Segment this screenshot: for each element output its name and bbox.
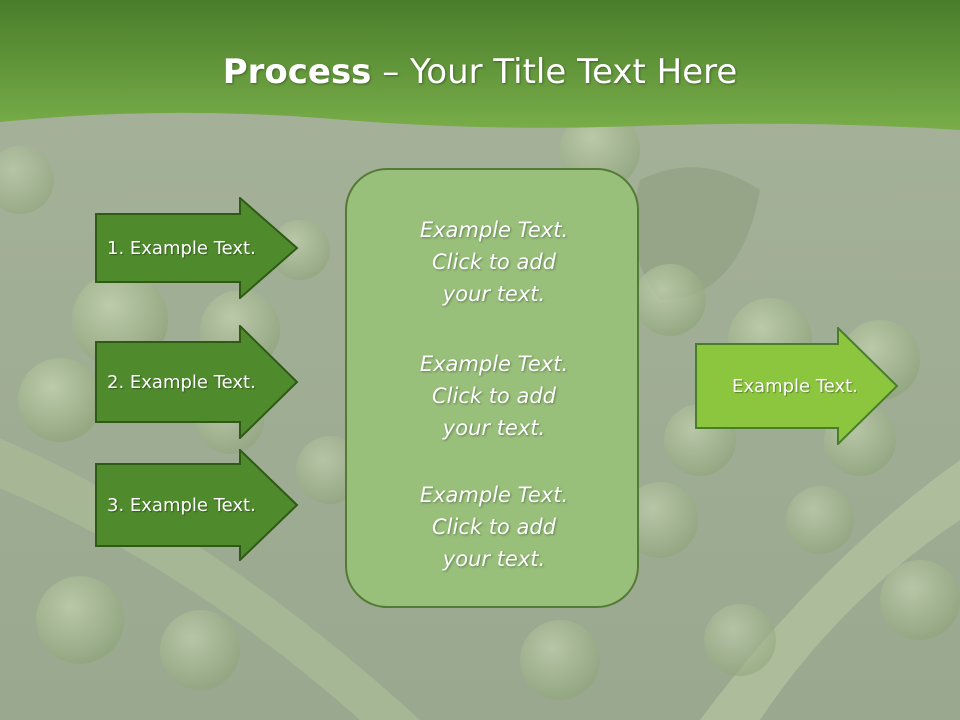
block-line: Click to add — [431, 515, 556, 539]
left-arrow-2[interactable]: 2. Example Text. — [95, 325, 299, 439]
arrow-label: Example Text. — [732, 375, 858, 397]
block-line: Example Text. — [419, 218, 569, 242]
title-bold: Process — [222, 52, 372, 92]
arrow-shape — [95, 449, 299, 561]
arrow-shape — [695, 327, 899, 445]
center-text-box[interactable]: Example Text. Click to add your text. Ex… — [345, 168, 639, 608]
center-block-1[interactable]: Example Text. Click to add your text. — [347, 214, 641, 310]
block-line: your text. — [442, 547, 546, 571]
block-line: Example Text. — [419, 483, 569, 507]
header-banner — [0, 0, 960, 130]
arrow-label: 2. Example Text. — [107, 371, 256, 393]
center-block-3[interactable]: Example Text. Click to add your text. — [347, 479, 641, 575]
left-arrow-1[interactable]: 1. Example Text. — [95, 197, 299, 299]
arrow-label: 1. Example Text. — [107, 237, 256, 259]
block-line: Click to add — [431, 384, 556, 408]
block-line: Click to add — [431, 250, 556, 274]
title-rest: – Your Title Text Here — [371, 52, 738, 92]
center-block-2[interactable]: Example Text. Click to add your text. — [347, 348, 641, 444]
arrow-shape — [95, 197, 299, 299]
left-arrow-3[interactable]: 3. Example Text. — [95, 449, 299, 561]
block-line: your text. — [442, 282, 546, 306]
arrow-label: 3. Example Text. — [107, 494, 256, 516]
right-arrow[interactable]: Example Text. — [695, 327, 899, 445]
page-title: Process – Your Title Text Here — [0, 52, 960, 92]
block-line: your text. — [442, 416, 546, 440]
arrow-shape — [95, 325, 299, 439]
block-line: Example Text. — [419, 352, 569, 376]
